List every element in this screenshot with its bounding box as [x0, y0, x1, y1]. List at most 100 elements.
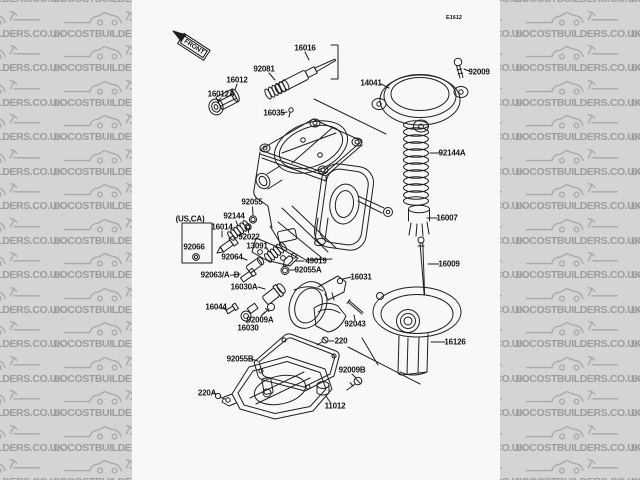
locost-car-logo-icon [635, 284, 640, 304]
watermark-tile: LOCOSTBUILDERS.CO.UK [516, 422, 640, 456]
part-16016-needle-jet [274, 58, 337, 95]
watermark-tile: LOCOSTBUILDERS.CO.UK [516, 146, 640, 180]
part-16126-slide [372, 286, 462, 376]
watermark-tile: LOCOSTBUILDERS.CO.UK [0, 422, 65, 456]
watermark-tile: LOCOSTBUILDERS.CO.UK [631, 0, 640, 7]
locost-car-logo-icon [525, 286, 618, 302]
watermark-text: LOCOSTBUILDERS.CO.UK [631, 200, 640, 212]
part-label-92009: 92009 [468, 67, 490, 77]
part-16009-needle [417, 236, 426, 296]
locost-car-logo-icon [525, 113, 618, 129]
part-label-92055A: 92055A [294, 265, 322, 275]
watermark-tile: LOCOSTBUILDERS.CO.UK [516, 111, 640, 145]
locost-car-logo-icon [635, 8, 640, 28]
watermark-text: LOCOSTBUILDERS.CO.UK [631, 269, 640, 281]
watermark-text: LOCOSTBUILDERS.CO.UK [0, 338, 65, 350]
watermark-text: LOCOSTBUILDERS.CO.UK [0, 96, 65, 109]
part-92009B-screw [346, 376, 363, 391]
watermark-text: LOCOSTBUILDERS.CO.UK [0, 441, 65, 454]
locost-car-logo-icon [0, 217, 41, 232]
watermark-tile: LOCOSTBUILDERS.CO.UK [0, 8, 65, 42]
locost-car-logo-icon [0, 79, 41, 94]
watermark-tile: LOCOSTBUILDERS.CO.UK [631, 111, 640, 145]
watermark-text: LOCOSTBUILDERS.CO.UK [516, 0, 640, 5]
locost-car-logo-icon [635, 111, 640, 131]
part-92064-plunger [245, 256, 265, 273]
part-label-92081: 92081 [253, 64, 275, 74]
watermark-text: LOCOSTBUILDERS.CO.UK [0, 131, 65, 143]
part-92043-pin [346, 299, 364, 315]
watermark-tile: LOCOSTBUILDERS.CO.UK [516, 180, 640, 214]
watermark-text: LOCOSTBUILDERS.CO.UK [516, 476, 640, 480]
watermark-text: LOCOSTBUILDERS.CO.UK [54, 476, 181, 480]
part-220-screw [316, 336, 329, 346]
part-label-92055: 92055 [241, 197, 263, 207]
part-92063-jet [239, 267, 257, 283]
axis-line [313, 98, 387, 135]
part-carburetor-body [251, 118, 393, 267]
locost-car-logo-icon [0, 424, 41, 439]
watermark-tile: LOCOSTBUILDERS.CO.UK [516, 77, 640, 111]
watermark-tile: LOCOSTBUILDERS.CO.UK [54, 0, 181, 7]
watermark-text: LOCOSTBUILDERS.CO.UK [54, 0, 181, 5]
locost-car-logo-icon [525, 251, 618, 267]
locost-car-logo-icon [0, 286, 41, 301]
watermark-tile: LOCOSTBUILDERS.CO.UK [516, 353, 640, 387]
part-label-13091: 13091 [246, 241, 268, 251]
watermark-text: LOCOSTBUILDERS.CO.UK [631, 62, 640, 74]
part-label-14041: 14041 [360, 78, 382, 88]
part-11012-cap [316, 381, 330, 396]
watermark-text: LOCOSTBUILDERS.CO.UK [515, 338, 640, 350]
locost-car-logo-icon [635, 180, 640, 200]
locost-car-logo-icon [525, 79, 618, 95]
locost-car-logo-icon [525, 148, 618, 164]
watermark-tile: LOCOSTBUILDERS.CO.UK [631, 146, 640, 180]
watermark-tile: LOCOSTBUILDERS.CO.UK [631, 318, 640, 352]
part-label-220: 220 [334, 336, 348, 346]
watermark-tile: LOCOSTBUILDERS.CO.UK [631, 353, 640, 387]
part-92055-oring [248, 215, 258, 224]
group-bracket [330, 44, 339, 80]
watermark-text: LOCOSTBUILDERS.CO.UK [0, 27, 65, 40]
part-label-92066: 92066 [183, 242, 205, 252]
watermark-tile: LOCOSTBUILDERS.CO.UK [0, 387, 65, 421]
watermark-tile: LOCOSTBUILDERS.CO.UK [516, 456, 640, 480]
watermark-text: LOCOSTBUILDERS.CO.UK [631, 131, 640, 143]
watermark-text: LOCOSTBUILDERS.CO.UK [0, 269, 65, 281]
part-label-92022: 92022 [238, 232, 260, 242]
watermark-tile: LOCOSTBUILDERS.CO.UK [0, 249, 65, 283]
locost-car-logo-icon [635, 215, 640, 235]
part-label-16030A: 16030A [230, 282, 258, 292]
watermark-tile: LOCOSTBUILDERS.CO.UK [0, 215, 65, 249]
region-note-label: (US,CA) [175, 214, 205, 224]
part-label-16126: 16126 [444, 337, 466, 347]
locost-car-logo-icon [635, 42, 640, 62]
part-label-16030: 16030 [237, 323, 259, 333]
watermark-tile: LOCOSTBUILDERS.CO.UK [631, 456, 640, 480]
watermark-text: LOCOSTBUILDERS.CO.UK [631, 476, 640, 480]
watermark-tile: LOCOSTBUILDERS.CO.UK [516, 215, 640, 249]
watermark-text: LOCOSTBUILDERS.CO.UK [515, 269, 640, 281]
watermark-text: LOCOSTBUILDERS.CO.UK [631, 0, 640, 5]
watermark-text: LOCOSTBUILDERS.CO.UK [0, 165, 65, 178]
carburetor-exploded-diagram [172, 30, 470, 420]
locost-car-logo-icon [525, 389, 618, 405]
watermark-tile: LOCOSTBUILDERS.CO.UK [0, 180, 65, 214]
locost-car-logo-icon [525, 458, 618, 474]
watermark-tile: LOCOSTBUILDERS.CO.UK [516, 0, 640, 7]
watermark-text: LOCOSTBUILDERS.CO.UK [515, 303, 640, 316]
diagram-page: FRONT E1612 16016 92081 16012 16012A 160… [132, 0, 500, 480]
watermark-text: LOCOSTBUILDERS.CO.UK [631, 372, 640, 385]
watermark-tile: LOCOSTBUILDERS.CO.UK [631, 77, 640, 111]
watermark-tile: LOCOSTBUILDERS.CO.UK [631, 215, 640, 249]
locost-car-logo-icon [525, 355, 618, 371]
part-label-92043: 92043 [344, 319, 366, 329]
watermark-text: LOCOSTBUILDERS.CO.UK [631, 407, 640, 419]
part-float [313, 292, 347, 333]
watermark-text: LOCOSTBUILDERS.CO.UK [631, 441, 640, 454]
watermark-text: LOCOSTBUILDERS.CO.UK [631, 96, 640, 109]
locost-car-logo-icon [635, 353, 640, 373]
locost-car-logo-icon [0, 251, 41, 267]
locost-car-logo-icon [635, 77, 640, 97]
